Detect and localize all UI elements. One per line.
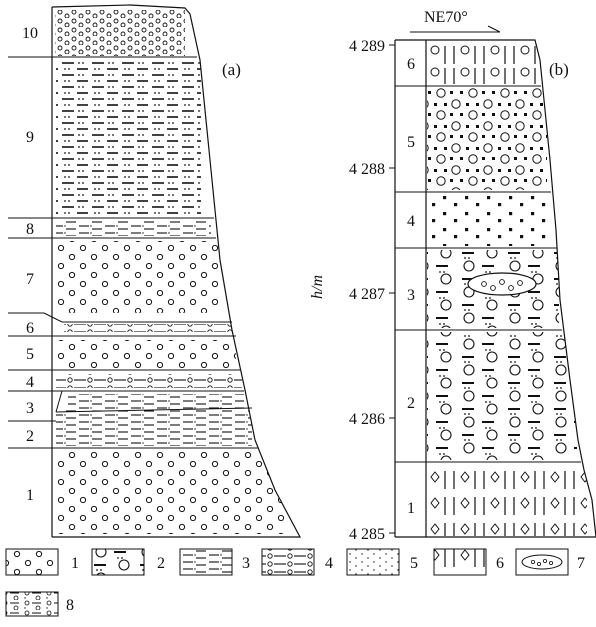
- legend-swatch-1: [6, 549, 58, 575]
- legend-swatch-2: [92, 549, 144, 575]
- legend-number-3: 3: [242, 555, 250, 572]
- legend: 1 2 3 4 5 6 7 8: [6, 549, 585, 616]
- layer-a-5-fill: [58, 340, 236, 368]
- layer-b-1-number: 1: [407, 500, 415, 517]
- legend-swatch-5: [347, 549, 399, 575]
- layer-b-2-number: 2: [407, 395, 415, 412]
- layer-a-3-number: 3: [26, 400, 34, 417]
- layer-a-8-fill: [56, 221, 211, 236]
- layer-a-4-number: 4: [26, 374, 34, 391]
- layer-a-1-number: 1: [26, 487, 34, 504]
- layer-a-1-fill: [56, 452, 286, 534]
- lens-body: [468, 273, 536, 295]
- layer-a-6-fill: [64, 324, 232, 332]
- layer-a-7-number: 7: [26, 271, 34, 288]
- legend-number-1: 1: [71, 555, 79, 572]
- layer-b-6-number: 6: [407, 56, 415, 73]
- y-tick-label-4286: 4 286: [349, 411, 385, 428]
- layer-b-1-fill: [427, 464, 587, 536]
- legend-swatch-4: [262, 549, 314, 575]
- layer-b-5-fill: [427, 88, 547, 190]
- layer-b-3-number: 3: [407, 287, 415, 304]
- y-tick-label-4287: 4 287: [349, 286, 385, 303]
- legend-swatch-6: [434, 549, 486, 575]
- legend-number-6: 6: [496, 555, 504, 572]
- layer-a-2-fill: [56, 410, 252, 446]
- layer-a-8-number: 8: [26, 221, 34, 238]
- layer-b-5-number: 5: [407, 134, 415, 151]
- layer-a-6-number: 6: [26, 320, 34, 337]
- layer-a-5-number: 5: [26, 346, 34, 363]
- legend-number-2: 2: [157, 555, 165, 572]
- layer-b-4-number: 4: [407, 213, 415, 230]
- layer-a-9-fill: [56, 60, 201, 215]
- orientation-label: NE70°: [424, 9, 468, 26]
- layer-a-3-fill: [68, 394, 244, 409]
- legend-swatch-3: [180, 549, 232, 575]
- layer-a-2-number: 2: [26, 428, 34, 445]
- layer-b-4-fill: [427, 194, 553, 246]
- legend-swatch-7: [516, 549, 568, 575]
- panel-b-label: (b): [549, 60, 569, 79]
- layer-a-9-number: 9: [26, 129, 34, 146]
- y-tick-label-4285: 4 285: [349, 526, 385, 543]
- layer-a-7-fill: [56, 241, 218, 313]
- y-tick-label-4289: 4 289: [349, 38, 385, 55]
- layer-a-10-fill: [55, 10, 185, 56]
- layer-a-10-number: 10: [22, 25, 38, 42]
- legend-number-7: 7: [577, 555, 585, 572]
- layer-a-4-fill: [56, 374, 242, 388]
- y-tick-label-4288: 4 288: [349, 161, 385, 178]
- legend-number-4: 4: [325, 555, 333, 572]
- panel-a-label: (a): [222, 60, 241, 79]
- legend-number-8: 8: [66, 597, 74, 614]
- y-axis-label: h/m: [309, 275, 326, 299]
- layer-b-2-fill: [427, 332, 577, 460]
- layer-b-6-fill: [427, 42, 539, 84]
- legend-swatch-8: [6, 592, 58, 616]
- legend-number-5: 5: [410, 555, 418, 572]
